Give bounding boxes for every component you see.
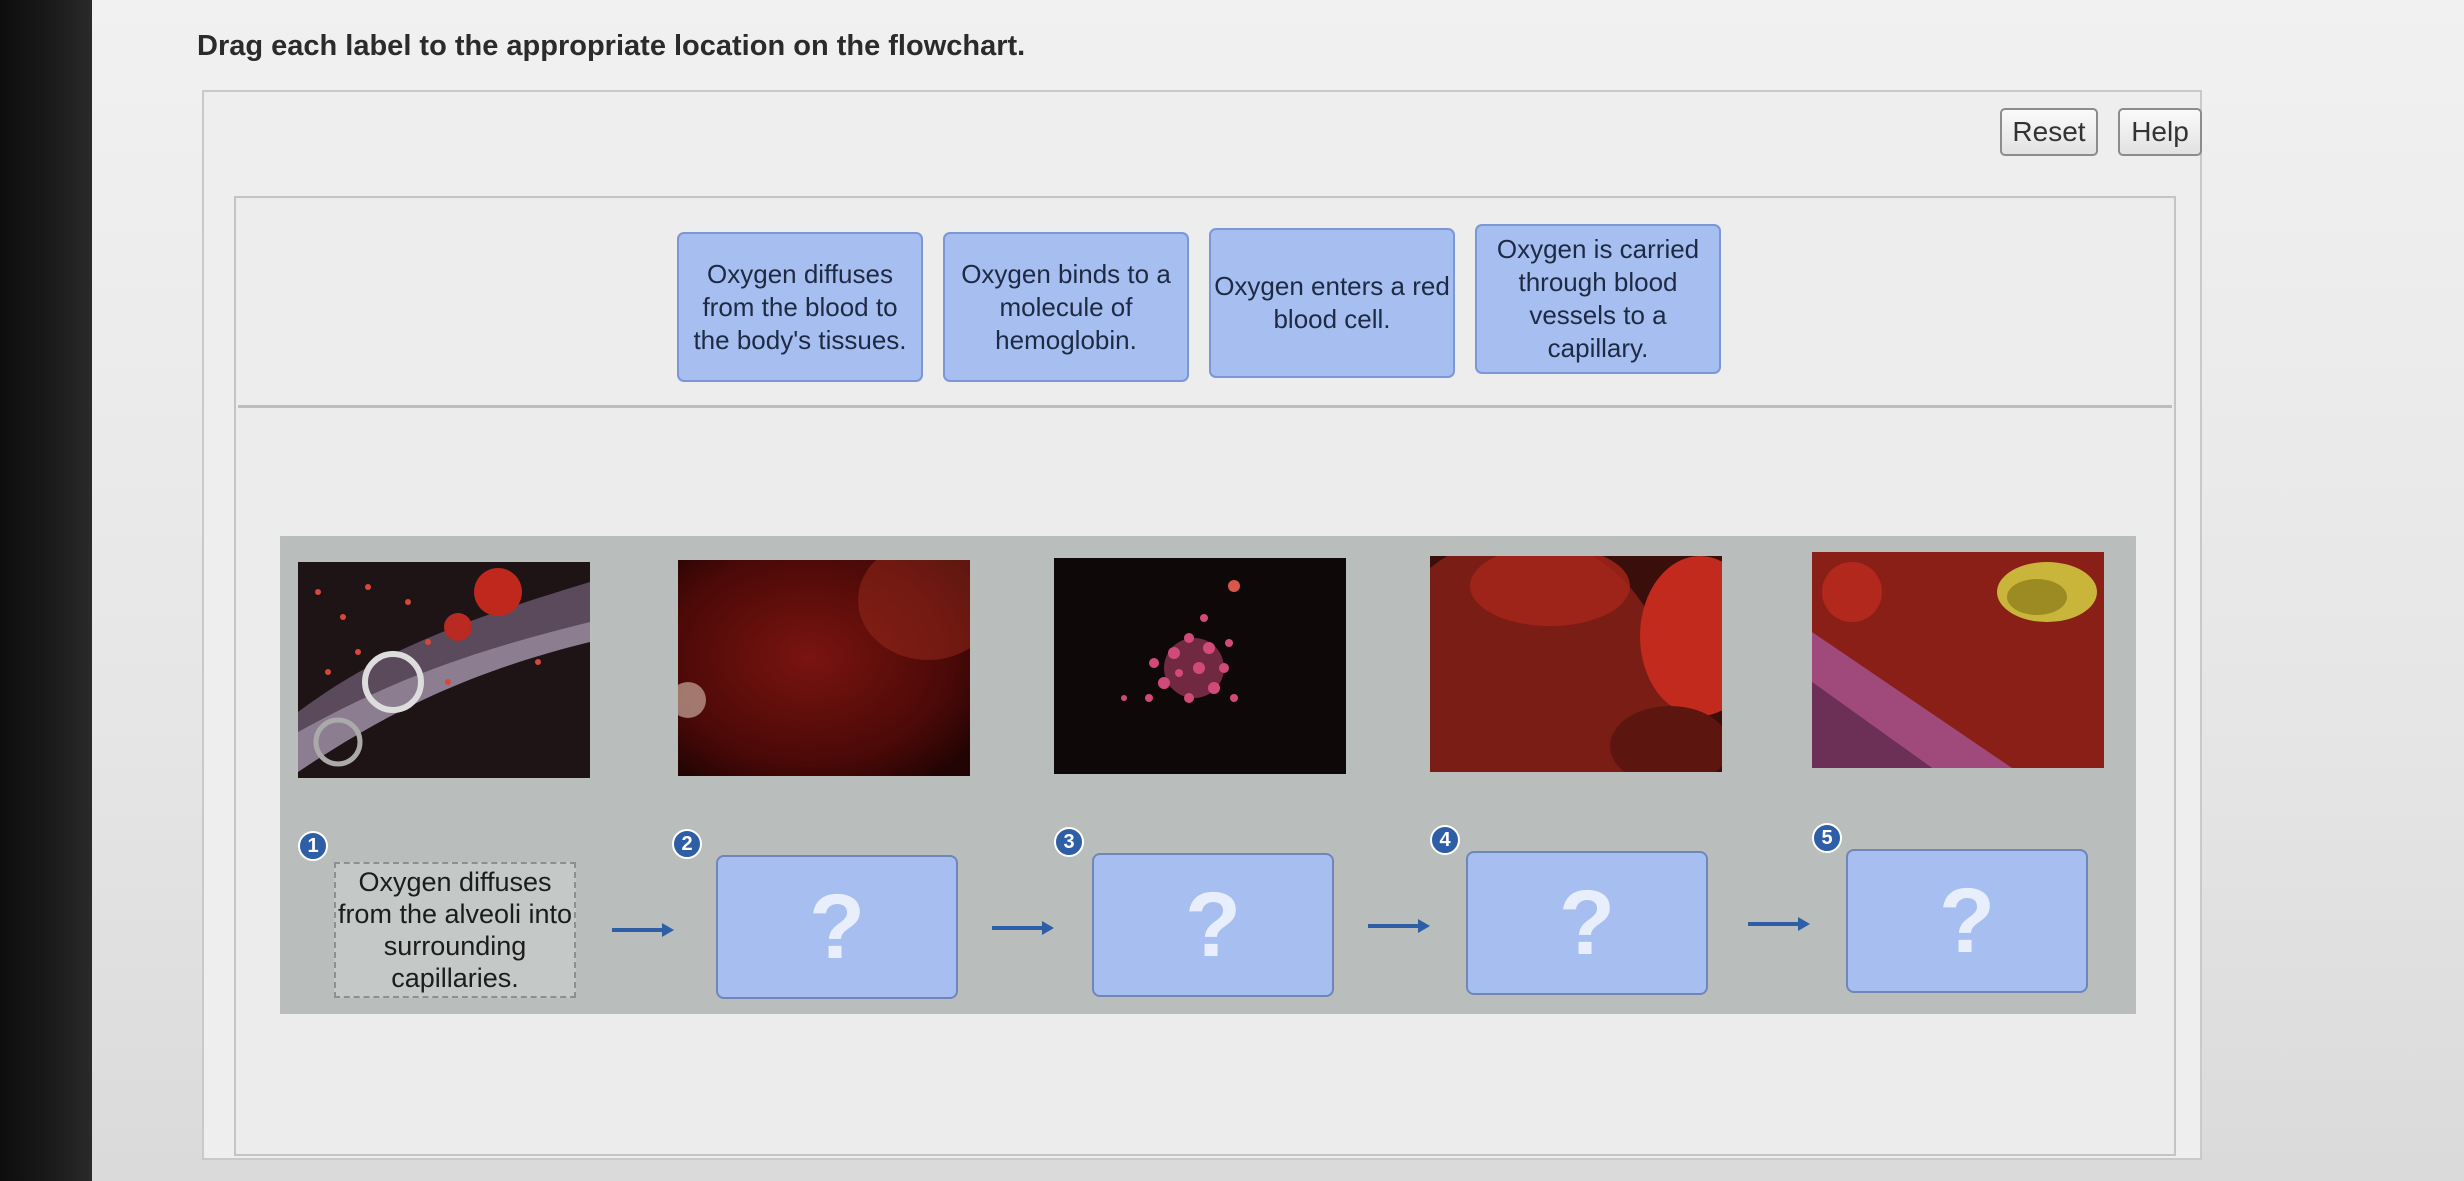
step-2-badge: 2 [672, 829, 702, 859]
cell-entry-image [1430, 556, 1722, 772]
draggable-label[interactable]: Oxygen binds to a molecule of hemoglobin… [943, 232, 1189, 382]
placeholder-mark: ? [809, 875, 865, 980]
draggable-label[interactable]: Oxygen enters a red blood cell. [1209, 228, 1455, 378]
arrow-right-icon [990, 918, 1056, 938]
placeholder-mark: ? [1559, 871, 1615, 976]
help-button[interactable]: Help [2118, 108, 2202, 156]
red-blood-cell-image [678, 560, 970, 776]
arrow-right-icon [610, 920, 676, 940]
tissue-capillary-image [1812, 552, 2104, 768]
reset-button[interactable]: Reset [2000, 108, 2098, 156]
step-3-badge: 3 [1054, 827, 1084, 857]
draggable-label[interactable]: Oxygen diffuses from the blood to the bo… [677, 232, 923, 382]
alveoli-capillary-image [298, 562, 590, 778]
drop-target-step-3[interactable]: ? [1092, 853, 1334, 997]
given-step-text: Oxygen diffuses from the alveoli into su… [334, 862, 576, 998]
step-1-badge: 1 [298, 831, 328, 861]
step-4-badge: 4 [1430, 825, 1460, 855]
monitor-bezel [0, 0, 92, 1181]
drop-target-step-5[interactable]: ? [1846, 849, 2088, 993]
label-bank [238, 200, 2172, 408]
drop-target-step-4[interactable]: ? [1466, 851, 1708, 995]
instruction-text: Drag each label to the appropriate locat… [197, 30, 1025, 63]
hemoglobin-image [1054, 558, 1346, 774]
placeholder-mark: ? [1185, 873, 1241, 978]
draggable-label[interactable]: Oxygen is carried through blood vessels … [1475, 224, 1721, 374]
placeholder-mark: ? [1939, 869, 1995, 974]
step-5-badge: 5 [1812, 823, 1842, 853]
drop-target-step-2[interactable]: ? [716, 855, 958, 999]
arrow-right-icon [1746, 914, 1812, 934]
arrow-right-icon [1366, 916, 1432, 936]
